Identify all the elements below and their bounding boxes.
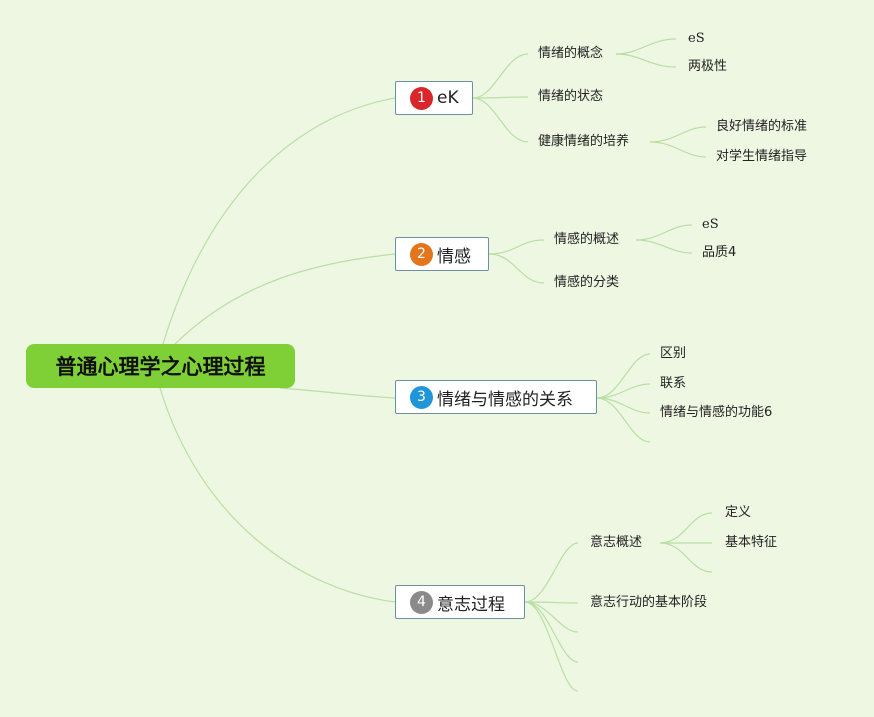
topic-3[interactable]: 3 情绪与情感的关系 — [395, 380, 597, 414]
topic-4-label: 意志过程 — [437, 594, 505, 615]
topic-4[interactable]: 4 意志过程 — [395, 585, 525, 619]
connector-t2-c1-g1 — [635, 224, 693, 241]
connector-t1-c3-g1 — [649, 126, 707, 143]
connector-t1-c3-g2 — [649, 141, 707, 158]
subtopic-will-action-stages[interactable]: 意志行动的基本阶段 — [590, 595, 708, 610]
topic-number-badge: 2 — [410, 242, 433, 266]
connector-t2-c2 — [488, 253, 545, 284]
topic-1[interactable]: 1 eK — [395, 81, 473, 115]
root-topic[interactable]: 普通心理学之心理过程 — [26, 344, 295, 388]
leaf-definition[interactable]: 定义 — [725, 505, 752, 520]
connector-root-topic-2 — [174, 253, 396, 345]
connector-root-topic-1 — [162, 97, 396, 345]
connector-t3-c1 — [596, 353, 651, 399]
root-topic-label: 普通心理学之心理过程 — [55, 355, 266, 379]
subtopic-difference[interactable]: 区别 — [660, 346, 687, 361]
connector-t1-c2 — [472, 96, 529, 99]
leaf-quality-4[interactable]: 品质4 — [702, 245, 737, 260]
topic-2[interactable]: 2 情感 — [395, 237, 489, 271]
subtopic-connection[interactable]: 联系 — [660, 376, 687, 391]
connector-t4-c1-g3 — [659, 542, 713, 573]
connector-t2-c1 — [488, 239, 545, 255]
subtopic-functions-6[interactable]: 情绪与情感的功能6 — [660, 405, 773, 420]
connector-t3-c4 — [596, 397, 651, 443]
subtopic-feeling-types[interactable]: 情感的分类 — [554, 275, 620, 290]
subtopic-emotion-concept[interactable]: 情绪的概念 — [538, 46, 604, 61]
connector-t2-c1-g2 — [635, 239, 693, 254]
connector-root-topic-3 — [279, 387, 396, 399]
topic-number-badge: 3 — [410, 385, 433, 409]
leaf-es-2[interactable]: eS — [702, 217, 719, 232]
connector-t4-c1 — [524, 542, 579, 603]
leaf-es-1[interactable]: eS — [688, 31, 705, 46]
leaf-polarity[interactable]: 两极性 — [688, 59, 728, 74]
subtopic-will-overview[interactable]: 意志概述 — [590, 535, 643, 550]
leaf-basic-features[interactable]: 基本特征 — [725, 535, 778, 550]
connector-t1-c1-g1 — [615, 38, 677, 55]
topic-2-label: 情感 — [437, 246, 471, 267]
connector-t1-c3 — [472, 97, 529, 143]
connector-t1-c1-g2 — [615, 53, 677, 68]
topic-number-badge: 1 — [410, 86, 433, 110]
connector-root-topic-4 — [159, 387, 396, 603]
connector-t4-c1-g1 — [659, 512, 713, 544]
leaf-student-emotion-guidance[interactable]: 对学生情绪指导 — [716, 149, 808, 164]
connector-t4-c5 — [524, 601, 579, 692]
leaf-good-emotion-standard[interactable]: 良好情绪的标准 — [716, 119, 808, 134]
topic-3-label: 情绪与情感的关系 — [437, 389, 573, 410]
subtopic-feeling-overview[interactable]: 情感的概述 — [554, 232, 620, 247]
connector-t1-c1 — [472, 53, 529, 99]
connector-t4-c4 — [524, 601, 579, 663]
topic-1-label: eK — [437, 88, 459, 108]
subtopic-emotion-state[interactable]: 情绪的状态 — [538, 89, 604, 104]
subtopic-healthy-emotion[interactable]: 健康情绪的培养 — [538, 134, 630, 149]
connector-t3-c2 — [596, 383, 651, 399]
topic-number-badge: 4 — [410, 590, 433, 614]
